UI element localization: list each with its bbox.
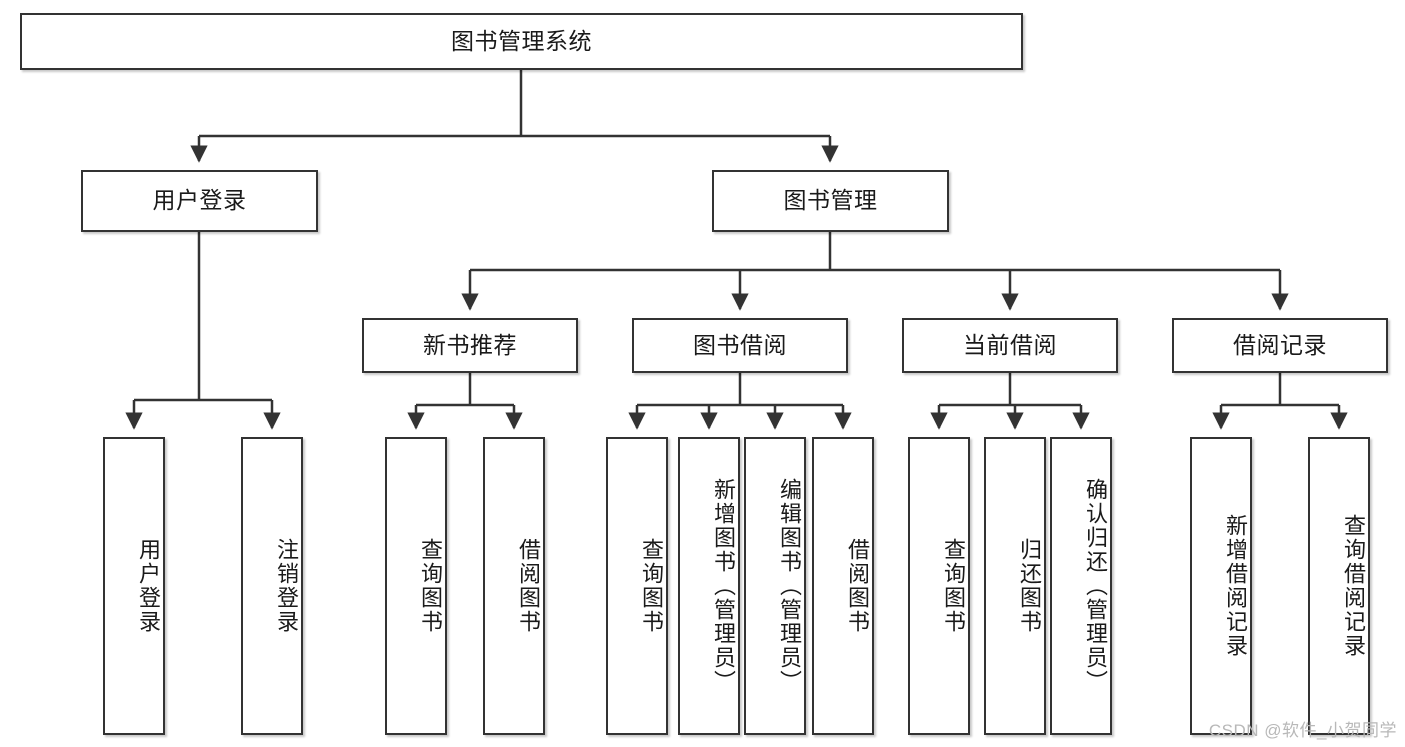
node-label: 确认归还（管理员） [1083,478,1108,694]
node-label: 新增借阅记录 [1223,514,1248,658]
node-leaf-3[interactable]: 查询图书 [385,437,447,735]
node-leaf-2[interactable]: 注销登录 [241,437,303,735]
node-leaf-6[interactable]: 新增图书（管理员） [678,437,740,735]
node-leaf-5[interactable]: 查询图书 [606,437,668,735]
node-level2-2[interactable]: 图书管理 [712,170,949,232]
node-label: 新书推荐 [423,331,517,358]
node-label: 当前借阅 [963,331,1057,358]
node-label: 新增图书（管理员） [711,478,736,694]
node-label: 借阅记录 [1233,331,1327,358]
node-level3-1[interactable]: 新书推荐 [362,318,578,373]
node-leaf-11[interactable]: 确认归还（管理员） [1050,437,1112,735]
node-label: 用户登录 [152,187,247,214]
node-level2-1[interactable]: 用户登录 [81,170,318,232]
node-level3-4[interactable]: 借阅记录 [1172,318,1388,373]
node-label: 图书管理系统 [451,27,592,54]
node-level3-3[interactable]: 当前借阅 [902,318,1118,373]
node-label: 查询图书 [941,538,966,634]
node-leaf-4[interactable]: 借阅图书 [483,437,545,735]
watermark: CSDN @软件_小贺同学 [1208,721,1397,740]
node-label: 借阅图书 [845,538,870,634]
node-leaf-13[interactable]: 查询借阅记录 [1308,437,1370,735]
node-label: 查询借阅记录 [1341,514,1366,658]
node-label: 用户登录 [136,538,161,634]
node-label: 注销登录 [274,538,299,634]
node-label: 图书管理 [783,187,878,214]
node-label: 图书借阅 [693,331,787,358]
node-label: 归还图书 [1017,538,1042,634]
node-leaf-7[interactable]: 编辑图书（管理员） [744,437,806,735]
node-leaf-8[interactable]: 借阅图书 [812,437,874,735]
node-leaf-9[interactable]: 查询图书 [908,437,970,735]
node-label: 借阅图书 [516,538,541,634]
node-leaf-12[interactable]: 新增借阅记录 [1190,437,1252,735]
node-label: 查询图书 [639,538,664,634]
node-leaf-1[interactable]: 用户登录 [103,437,165,735]
node-level3-2[interactable]: 图书借阅 [632,318,848,373]
node-label: 编辑图书（管理员） [777,478,802,694]
node-root-book-management-system[interactable]: 图书管理系统 [20,13,1023,70]
node-leaf-10[interactable]: 归还图书 [984,437,1046,735]
node-label: 查询图书 [418,538,443,634]
